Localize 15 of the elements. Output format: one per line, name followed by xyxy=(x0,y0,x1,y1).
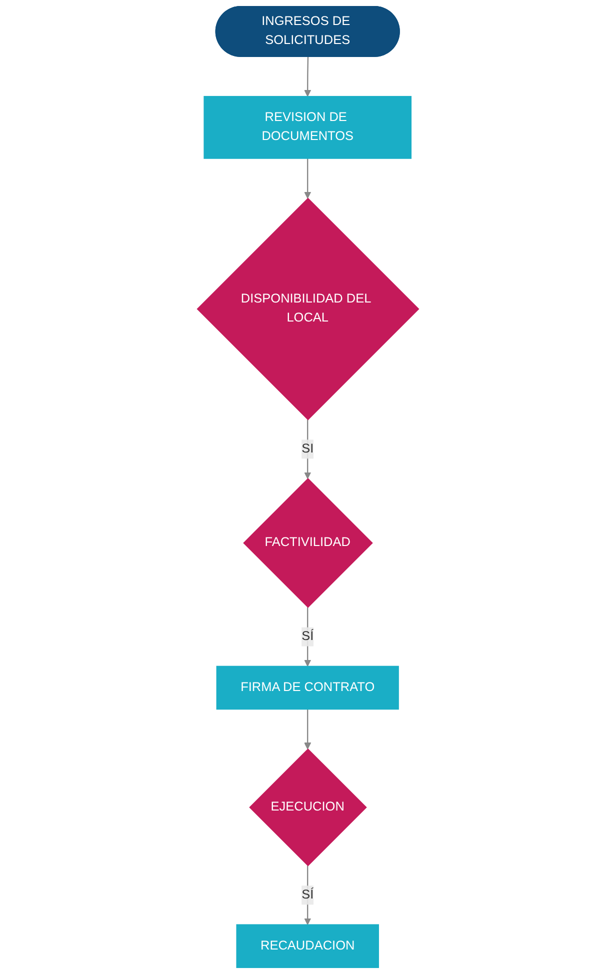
arrow xyxy=(304,709,312,750)
node-box: REVISION DE DOCUMENTOS xyxy=(204,96,412,159)
edge-label: SÍ xyxy=(302,888,314,902)
edge-label: SÍ xyxy=(302,630,314,644)
node-diamond: DISPONIBILIDAD DEL LOCAL xyxy=(196,198,420,420)
arrow xyxy=(304,56,312,97)
node-box: RECAUDACION xyxy=(236,924,379,968)
node-box: FIRMA DE CONTRATO xyxy=(216,666,399,710)
arrow xyxy=(304,420,312,479)
arrow xyxy=(304,866,312,925)
arrow xyxy=(304,158,312,199)
edge-label: SI xyxy=(302,442,314,456)
arrow xyxy=(304,607,312,667)
node-diamond: FACTIVILIDAD xyxy=(243,478,373,608)
node-diamond: EJECUCION xyxy=(249,748,367,866)
